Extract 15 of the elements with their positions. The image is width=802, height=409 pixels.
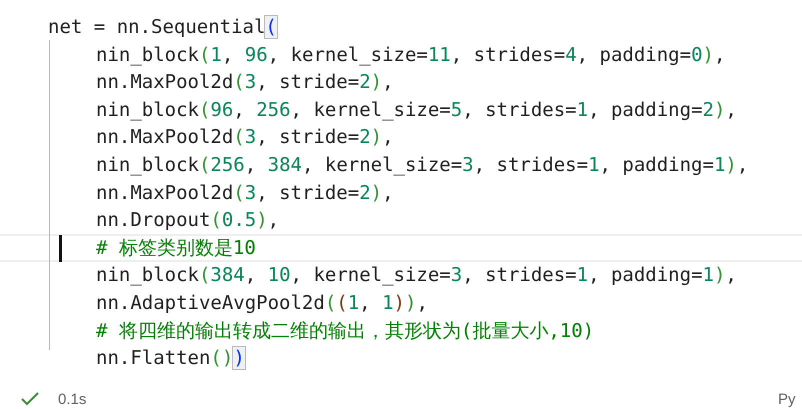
code-line: nn.MaxPool2d(3, stride=2), (96, 70, 394, 96)
code-line: nin_block(1, 96, kernel_size=11, strides=4, padding=0), (96, 42, 726, 68)
code-comment: # 标签类别数是10 (96, 236, 256, 261)
code-line: nn.Dropout(0.5), (96, 208, 280, 234)
code-comment: # 将四维的输出转成二维的输出，其形状为(批量大小,10) (96, 318, 594, 344)
code-line: nin_block(256, 384, kernel_size=3, strides=1, padding=1), (96, 153, 748, 178)
code-line: nin_block(384, 10, kernel_size=3, strides=1, padding=1), (96, 263, 737, 288)
code-line: net = nn.Sequential( (48, 15, 277, 40)
code-line: nn.MaxPool2d(3, stride=2), (96, 180, 394, 206)
code-line: nn.AdaptiveAvgPool2d((1, 1)), (96, 291, 428, 316)
execution-time: 0.1s (58, 390, 86, 409)
code-line: nin_block(96, 256, kernel_size=5, strides=1, padding=2), (96, 98, 737, 123)
code-line: nn.MaxPool2d(3, stride=2), (96, 125, 394, 150)
code-line: nn.Flatten()) (96, 346, 245, 372)
language-indicator: Py (778, 390, 796, 409)
